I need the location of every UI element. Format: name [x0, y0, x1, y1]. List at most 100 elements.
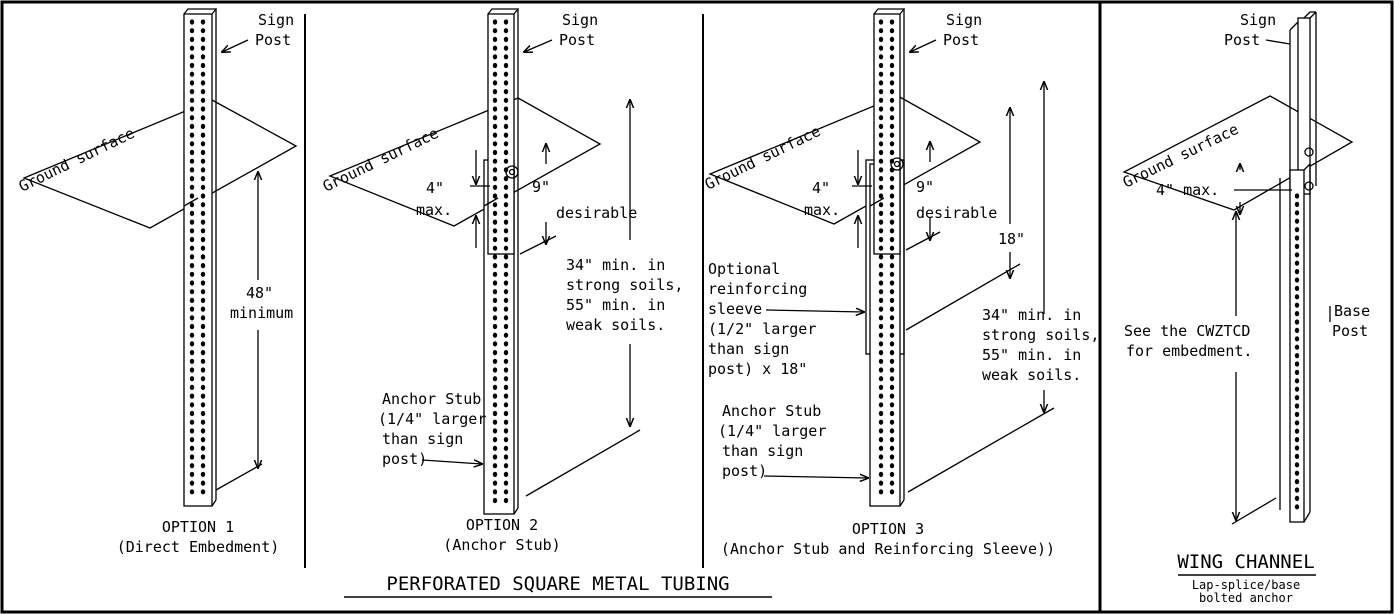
perforation-hole — [878, 176, 884, 182]
perforation-hole — [492, 184, 498, 190]
perforation-hole — [200, 36, 206, 43]
perforation-hole — [492, 141, 498, 147]
perforation-hole — [878, 445, 884, 451]
perforation-hole — [189, 36, 195, 43]
perforation-hole — [503, 132, 509, 138]
option2-sign-label: Sign — [562, 11, 598, 29]
perforation-hole — [200, 132, 206, 138]
perforation-hole — [878, 141, 884, 147]
perforation-hole — [878, 193, 884, 199]
perforation-hole — [503, 306, 509, 312]
perforation-hole — [878, 219, 884, 225]
perforation-hole — [1294, 269, 1300, 275]
option3-desirable-value: 9" — [916, 178, 934, 196]
perforation-hole — [503, 80, 509, 86]
perforation-hole — [1294, 470, 1300, 476]
perforation-hole — [200, 158, 206, 164]
perforation-hole — [889, 80, 895, 86]
perforation-hole — [889, 236, 895, 243]
perforation-hole — [200, 454, 206, 460]
perforation-hole — [189, 210, 195, 216]
perforation-hole — [200, 184, 206, 190]
perforation-hole — [889, 419, 895, 425]
perforation-holes — [1294, 193, 1300, 510]
perforation-hole — [889, 149, 895, 156]
perforation-hole — [878, 167, 884, 173]
option2-desirable-value: 9" — [532, 178, 550, 196]
perforation-hole — [492, 71, 498, 77]
wing-sign-label: Sign — [1240, 11, 1276, 29]
wing-title: WING CHANNEL — [1177, 551, 1314, 573]
perforation-hole — [503, 28, 509, 34]
option2-panel: Sign Post Ground surface 4" max. 9" desi… — [320, 8, 683, 554]
wing-ground-plane — [1122, 95, 1354, 211]
option3-sign-post — [873, 13, 901, 255]
perforation-hole — [492, 489, 498, 495]
perforation-hole — [1294, 395, 1300, 401]
perforation-hole — [503, 428, 509, 434]
perforation-hole — [492, 89, 498, 95]
perforation-hole — [503, 149, 509, 156]
perforation-hole — [878, 97, 884, 103]
perforation-hole — [189, 158, 195, 164]
perforation-hole — [200, 289, 206, 295]
perforation-hole — [503, 210, 509, 216]
perforation-hole — [492, 419, 498, 425]
perforation-hole — [1294, 445, 1300, 451]
perforation-hole — [492, 350, 498, 356]
perforation-hole — [878, 71, 884, 77]
perforation-hole — [503, 193, 509, 199]
perforation-hole — [492, 245, 498, 251]
perforation-hole — [503, 254, 509, 260]
option2-ground-label: Ground surface — [320, 124, 442, 196]
perforation-hole — [1294, 495, 1300, 501]
perforation-hole — [889, 254, 895, 260]
perforation-hole — [503, 271, 509, 277]
perforation-hole — [889, 141, 895, 147]
perforation-hole — [889, 384, 895, 390]
perforation-hole — [889, 367, 895, 373]
perforation-hole — [200, 123, 206, 129]
main-title: PERFORATED SQUARE METAL TUBING — [386, 573, 729, 595]
perforation-hole — [889, 210, 895, 216]
perforation-hole — [492, 384, 498, 390]
perforation-hole — [889, 263, 895, 269]
perforation-hole — [503, 228, 509, 234]
perforation-hole — [492, 315, 498, 321]
option1-title: OPTION 1 — [162, 518, 234, 536]
option1-sign-label: Sign — [258, 11, 294, 29]
perforation-hole — [878, 236, 884, 243]
perforation-hole — [889, 350, 895, 356]
perforation-hole — [889, 184, 895, 190]
perforation-hole — [189, 115, 195, 121]
perforation-hole — [189, 367, 195, 373]
perforation-hole — [503, 445, 509, 451]
perforation-hole — [878, 376, 884, 382]
perforation-hole — [189, 97, 195, 103]
wing-max-label: 4" max. — [1156, 181, 1219, 199]
perforation-hole — [503, 463, 509, 469]
perforation-hole — [1294, 210, 1300, 216]
perforation-hole — [503, 106, 509, 112]
perforation-hole — [503, 62, 509, 69]
perforation-hole — [200, 219, 206, 225]
perforation-hole — [492, 463, 498, 469]
wing-post2-label: Post — [1332, 322, 1368, 340]
perforation-hole — [503, 489, 509, 495]
perforation-hole — [878, 54, 884, 60]
perforation-hole — [889, 132, 895, 138]
perforation-hole — [889, 71, 895, 77]
perforation-hole — [878, 271, 884, 277]
perforation-hole — [189, 271, 195, 277]
perforation-hole — [189, 184, 195, 190]
perforation-hole — [200, 419, 206, 425]
perforation-hole — [492, 45, 498, 51]
perforation-hole — [189, 245, 195, 251]
perforation-hole — [889, 332, 895, 338]
perforation-hole — [503, 393, 509, 399]
perforation-hole — [200, 236, 206, 243]
perforation-hole — [1294, 277, 1300, 283]
option2-desirable-unit: desirable — [556, 204, 637, 222]
option2-depth-line3: 55" min. in — [566, 296, 665, 314]
